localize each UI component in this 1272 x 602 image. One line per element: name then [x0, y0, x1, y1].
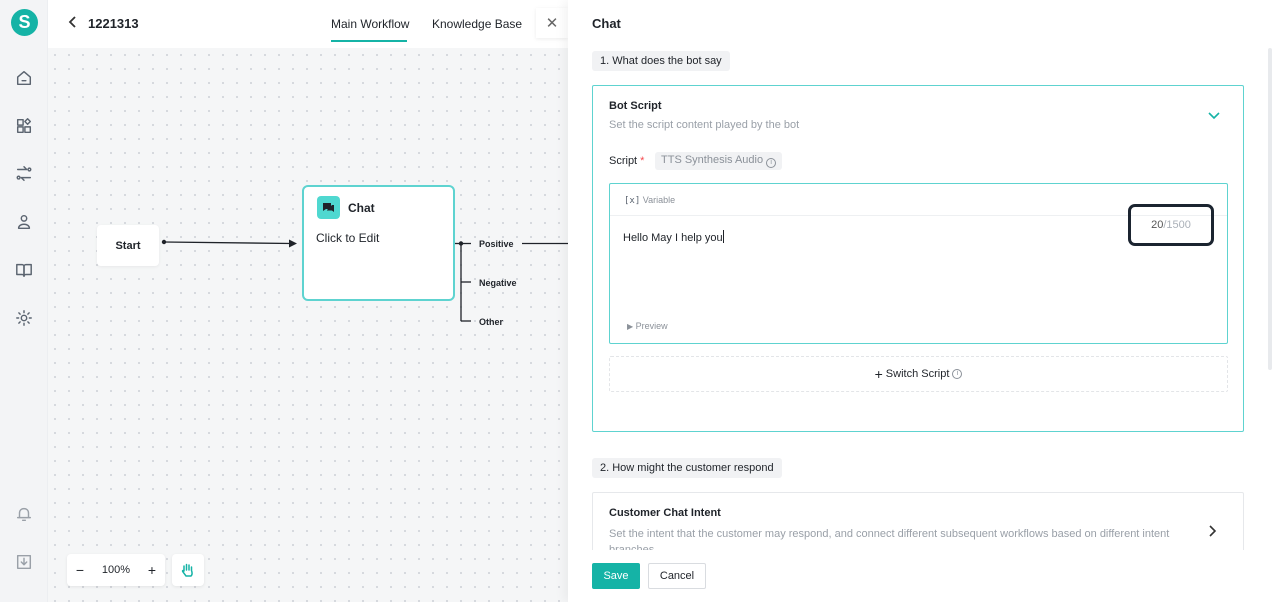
script-text[interactable]: Hello May I help you — [623, 230, 724, 244]
apps-icon[interactable] — [14, 116, 34, 136]
script-field-label: Script* — [609, 155, 644, 167]
gear-icon[interactable] — [14, 308, 34, 328]
branch-positive[interactable]: Positive — [479, 239, 514, 249]
variable-button[interactable]: [x] Variable — [624, 195, 675, 206]
zoom-control: − 100% + — [67, 554, 165, 586]
chat-node-subtitle: Click to Edit — [316, 231, 380, 245]
script-label-text: Script — [609, 155, 638, 167]
zoom-out-button[interactable]: − — [75, 562, 85, 578]
active-tab-indicator — [331, 40, 407, 42]
script-editor[interactable]: [x] Variable Hello May I help you ▶ Prev… — [609, 183, 1228, 344]
home-icon[interactable] — [14, 68, 34, 88]
variable-bracket-icon: [x] — [624, 196, 641, 206]
script-text-content: Hello May I help you — [623, 232, 723, 244]
app-logo[interactable]: S — [11, 9, 38, 36]
bot-script-description: Set the script content played by the bot — [609, 119, 800, 131]
panel-title: Chat — [592, 16, 621, 31]
back-arrow-icon[interactable] — [66, 15, 82, 33]
variable-label: Variable — [642, 195, 676, 205]
bell-icon[interactable] — [14, 504, 34, 524]
cancel-button[interactable]: Cancel — [648, 563, 706, 589]
preview-label: Preview — [635, 321, 668, 331]
text-caret — [722, 230, 724, 243]
chevron-down-icon[interactable] — [1207, 108, 1221, 122]
chat-node-title: Chat — [348, 201, 375, 215]
chat-config-panel: Chat 1. What does the bot say Bot Script… — [568, 0, 1272, 602]
bot-script-card: Bot Script Set the script content played… — [592, 85, 1244, 432]
start-node[interactable]: Start — [97, 225, 159, 266]
zoom-level: 100% — [101, 564, 131, 576]
book-icon[interactable] — [14, 260, 34, 280]
chat-node[interactable]: Chat Click to Edit — [302, 185, 455, 301]
info-icon[interactable]: i — [766, 158, 777, 168]
step-2-label: 2. How might the customer respond — [592, 458, 782, 478]
info-icon[interactable]: i — [952, 369, 963, 379]
workflow-canvas[interactable] — [48, 48, 568, 602]
character-counter: 20/1500 — [1128, 204, 1214, 246]
char-count: 20 — [1151, 219, 1164, 231]
workflow-header: 1221313 Main Workflow Knowledge Base ✕ — [48, 0, 568, 48]
intent-title: Customer Chat Intent — [609, 507, 721, 519]
panel-scrollbar[interactable] — [1268, 48, 1272, 370]
tab-knowledge-base[interactable]: Knowledge Base — [432, 17, 523, 31]
editor-toolbar: [x] Variable — [610, 184, 1227, 216]
zoom-in-button[interactable]: + — [147, 562, 157, 578]
save-button[interactable]: Save — [592, 563, 640, 589]
step-1-label: 1. What does the bot say — [592, 51, 730, 71]
chat-bubble-icon — [317, 196, 340, 219]
hand-tool-icon[interactable] — [172, 554, 204, 586]
bot-script-title: Bot Script — [609, 100, 662, 112]
switch-script-button[interactable]: + Switch Script i — [609, 356, 1228, 392]
tts-tag-label: TTS Synthesis Audio — [661, 154, 764, 166]
required-marker: * — [640, 155, 645, 167]
tab-main-workflow[interactable]: Main Workflow — [331, 17, 410, 31]
user-icon[interactable] — [14, 212, 34, 232]
chevron-right-icon[interactable] — [1207, 524, 1219, 538]
download-icon[interactable] — [14, 552, 34, 572]
branch-negative[interactable]: Negative — [479, 278, 517, 288]
left-sidebar: S — [0, 0, 48, 602]
preview-button[interactable]: ▶ Preview — [627, 321, 668, 331]
plus-icon: + — [874, 366, 883, 382]
play-icon: ▶ — [627, 322, 634, 331]
flow-name: 1221313 — [88, 16, 139, 31]
char-max: /1500 — [1163, 219, 1191, 231]
branch-other[interactable]: Other — [479, 317, 504, 327]
switch-script-label: Switch Script — [885, 368, 950, 380]
close-icon[interactable]: ✕ — [536, 8, 568, 38]
panel-footer: Save Cancel — [568, 550, 1272, 602]
flow-icon[interactable] — [14, 164, 34, 184]
